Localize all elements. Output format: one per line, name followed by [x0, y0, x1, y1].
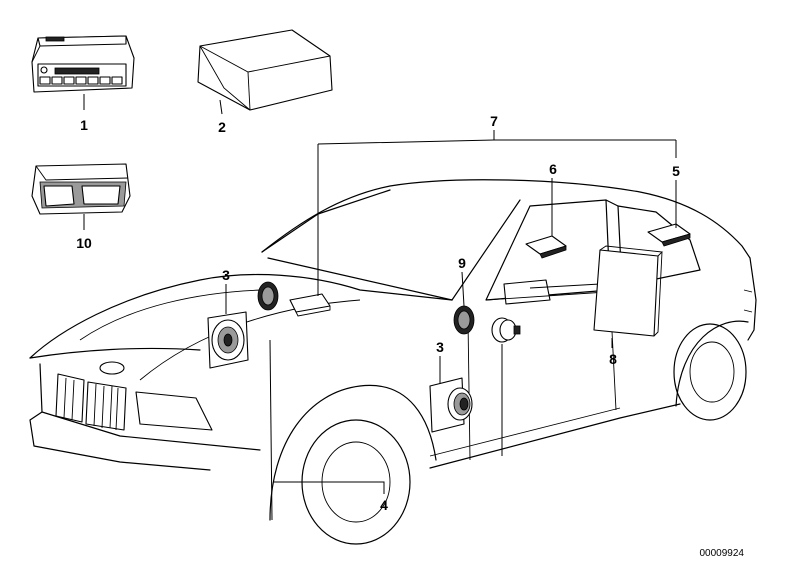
callout-3-hood: 3 [222, 267, 230, 283]
callout-1: 1 [80, 117, 88, 133]
dash-module [289, 293, 331, 317]
radio-head-unit [31, 35, 135, 93]
callout-4: 4 [380, 497, 388, 513]
callout-2: 2 [218, 119, 226, 135]
rear-deck-speaker-right [647, 223, 691, 247]
callout-8: 8 [609, 351, 617, 367]
leader-4-a [269, 339, 273, 521]
reference-number: 00009924 [700, 548, 745, 559]
callout-10: 10 [76, 235, 92, 251]
amplifier-box [197, 29, 333, 111]
door-speaker-square [429, 377, 473, 433]
rear-deck-speaker-left [525, 235, 567, 259]
dash-tweeter [257, 281, 279, 311]
bracket-7 [317, 139, 676, 145]
callout-9: 9 [458, 255, 466, 271]
callout-7: 7 [490, 113, 498, 129]
leader-2 [219, 99, 223, 115]
leader-9 [461, 271, 465, 307]
callout-5: 5 [672, 163, 680, 179]
rear-amplifier-panel [593, 245, 663, 337]
round-speaker [491, 317, 521, 343]
callout-6: 6 [549, 161, 557, 177]
front-speaker-square [207, 311, 249, 369]
cd-unit [31, 163, 131, 215]
car-body [29, 179, 757, 545]
leader-4-b [274, 481, 385, 494]
callout-3-door: 3 [436, 339, 444, 355]
door-tweeter [453, 305, 475, 335]
